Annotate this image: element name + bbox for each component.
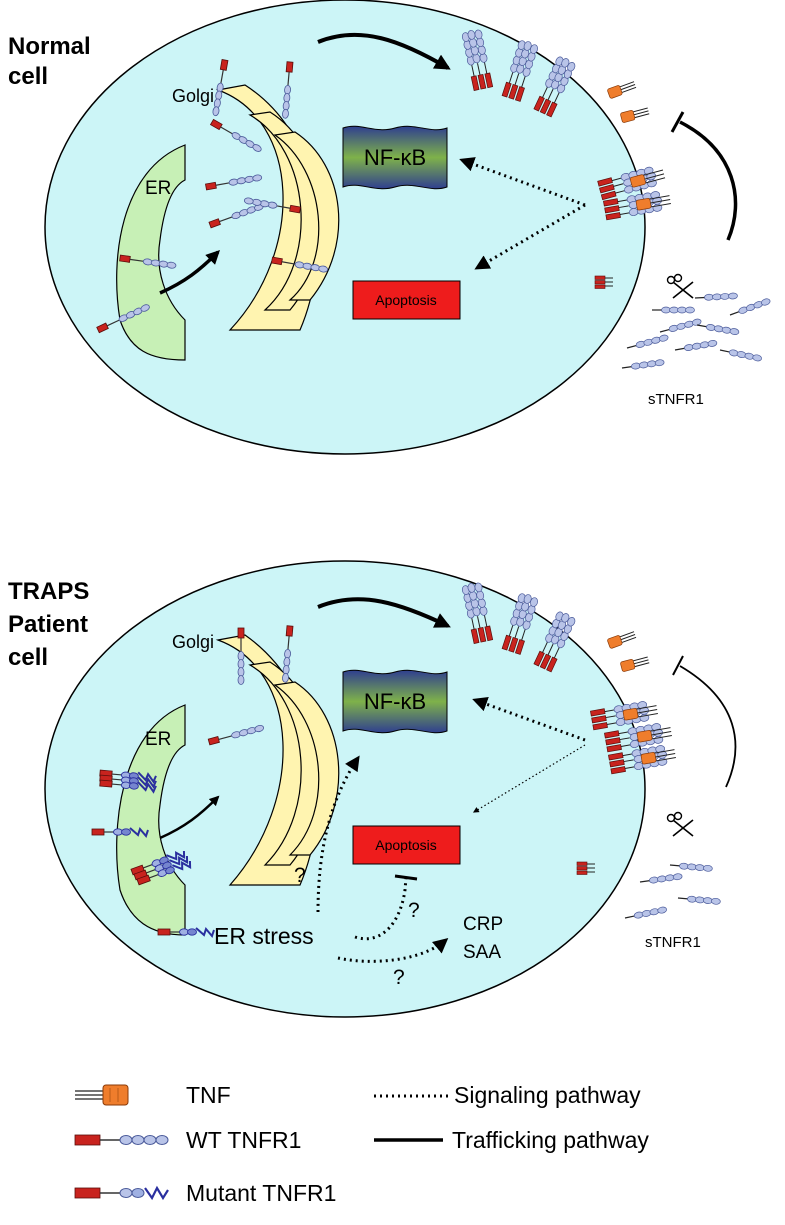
normal-cell-panel: Normal cell ER Golgi NF-κB Apoptos [8,0,772,455]
traps-nfkb-label: NF-κB [364,689,426,714]
traps-title-line3: cell [8,644,48,671]
traps-apoptosis-label: Apoptosis [375,837,436,853]
traps-golgi-label: Golgi [172,632,214,652]
legend-tnf: TNF [75,1082,231,1108]
traps-question-2: ? [408,899,420,922]
traps-golgi-to-membrane-arrow [317,597,451,628]
traps-er-label: ER [145,729,171,750]
traps-inhibition-line [679,665,737,788]
legend-trafficking: Trafficking pathway [374,1127,649,1153]
traps-er-stress-label: ER stress [214,923,314,949]
normal-er [116,144,186,361]
traps-cell-membrane [44,560,646,1018]
normal-golgi-label: Golgi [172,86,214,106]
normal-er-label: ER [145,178,171,199]
legend-signaling: Signaling pathway [374,1082,641,1108]
traps-saa-label: SAA [463,942,501,963]
legend-wt-label: WT TNFR1 [186,1127,301,1153]
traps-cell-panel: TRAPS Patient cell ER Golgi NF [8,560,737,1018]
legend: TNF WT TNFR1 Mutant TNFR1 Signaling path… [74,1082,649,1206]
traps-title-line2: Patient [8,611,88,638]
normal-nfkb-label: NF-κB [364,145,426,170]
normal-nfkb-box [342,125,448,190]
normal-apoptosis-label: Apoptosis [375,292,436,308]
legend-trafficking-label: Trafficking pathway [452,1127,649,1153]
traps-erstress-to-nfkb [316,755,360,913]
normal-er-to-golgi-arrow [159,250,220,295]
traps-question-3: ? [393,966,405,989]
traps-nfkb-box [342,669,448,734]
legend-tnf-label: TNF [186,1082,231,1108]
traps-stnfr1-label: sTNFR1 [645,934,701,951]
traps-signal-to-apoptosis [472,744,586,813]
normal-signal-to-nfkb [459,157,586,207]
normal-cell-membrane [44,0,646,455]
legend-mutant-label: Mutant TNFR1 [186,1180,336,1206]
legend-signaling-label: Signaling pathway [454,1082,641,1108]
legend-mutant: Mutant TNFR1 [74,1180,336,1206]
normal-golgi-cisterna-3 [273,131,340,301]
traps-crp-label: CRP [463,914,503,935]
traps-title-line1: TRAPS [8,578,89,605]
normal-title-line2: cell [8,63,48,90]
traps-golgi-cisterna-3 [273,681,340,856]
normal-stnfr1-label: sTNFR1 [648,391,704,408]
traps-signal-to-nfkb [472,697,586,742]
normal-title-line1: Normal [8,33,91,60]
traps-question-1: ? [294,864,306,887]
traps-apoptosis-box [352,825,461,865]
normal-golgi-to-membrane-arrow [317,32,451,70]
legend-wt: WT TNFR1 [74,1127,301,1153]
traps-er-to-golgi-arrow [159,795,220,840]
normal-inhibition-line [679,120,738,241]
normal-apoptosis-box [352,280,461,320]
